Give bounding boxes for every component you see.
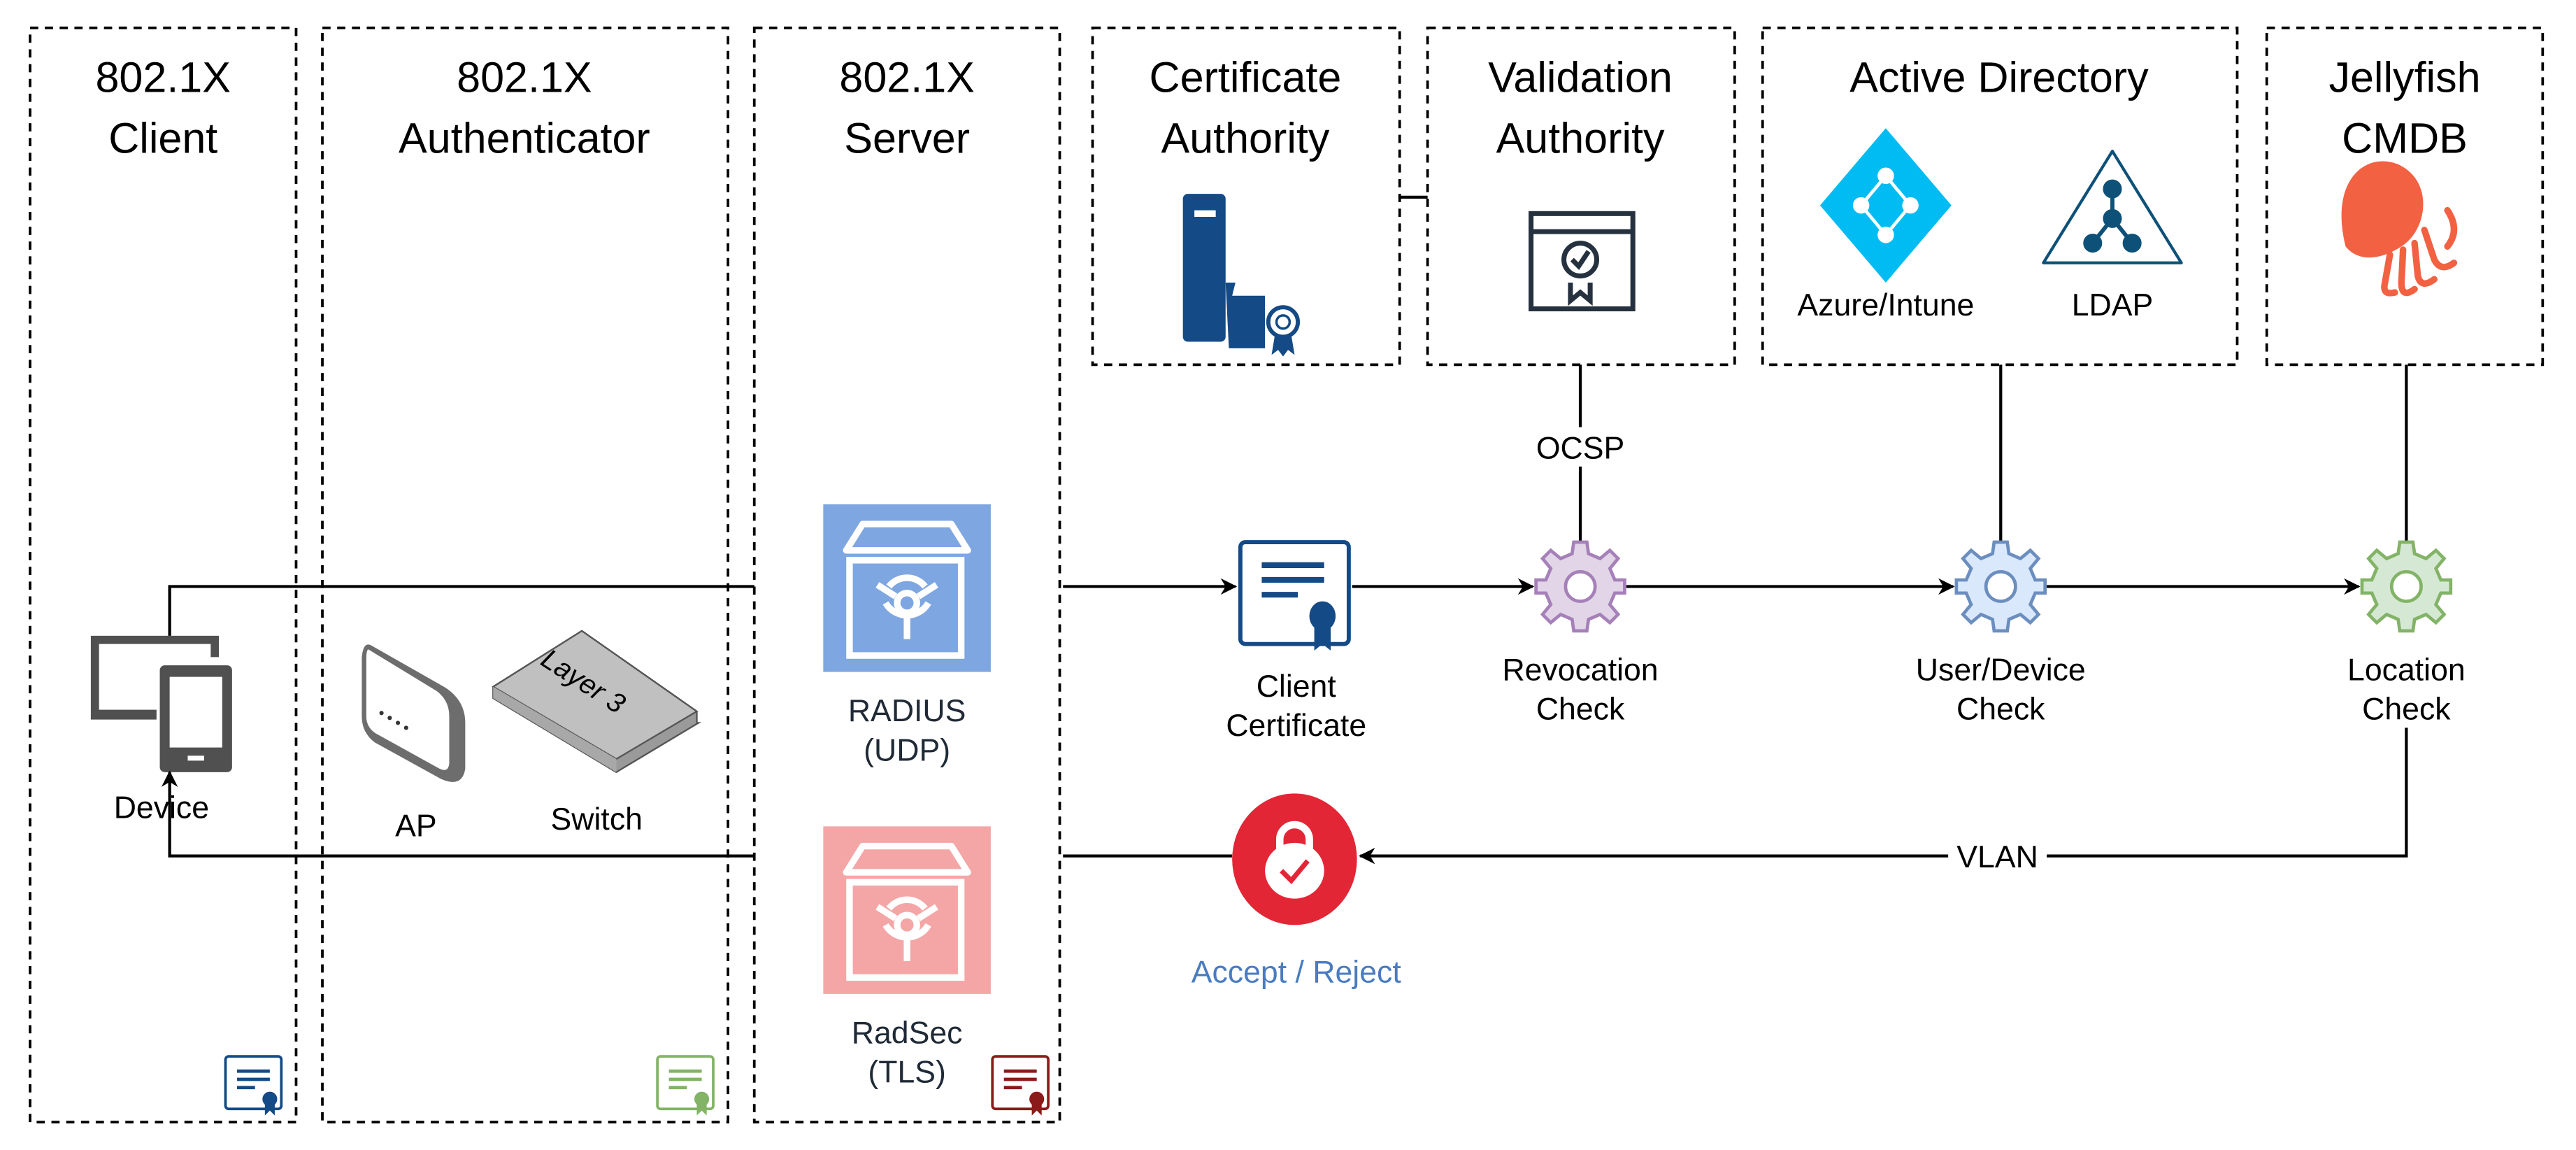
cmdb-title-1: Jellyfish bbox=[2328, 54, 2480, 101]
ocsp-label: OCSP bbox=[1536, 431, 1624, 465]
cmdb-title-2: CMDB bbox=[2342, 114, 2468, 162]
ca-title-1: Certificate bbox=[1150, 54, 1342, 101]
radius-server-icon bbox=[823, 504, 991, 672]
authenticator-certificate-badge-icon bbox=[657, 1056, 713, 1116]
ca-title-2: Authority bbox=[1161, 114, 1329, 162]
server-to-device-arrow bbox=[161, 770, 754, 858]
cmdb-box bbox=[2265, 27, 2545, 367]
authenticator-title-2: Authenticator bbox=[399, 114, 650, 162]
accept-reject-label: Accept / Reject bbox=[1192, 955, 1402, 989]
radsec-label-1: RadSec bbox=[852, 1016, 963, 1050]
client-certificate-badge-icon bbox=[225, 1056, 281, 1116]
server-certificate-badge-icon bbox=[992, 1056, 1048, 1116]
user-device-label-2: Check bbox=[1956, 693, 2045, 727]
va-title-1: Validation bbox=[1488, 54, 1673, 101]
client-column bbox=[29, 27, 298, 1123]
ad-title: Active Directory bbox=[1849, 54, 2149, 101]
revocation-gear-icon bbox=[1536, 542, 1625, 631]
jellyfish-icon bbox=[2341, 161, 2458, 297]
va-title-2: Authority bbox=[1496, 114, 1665, 162]
radius-label-2: (UDP) bbox=[864, 733, 950, 767]
server-column bbox=[752, 27, 1061, 1123]
user-device-label-1: User/Device bbox=[1916, 653, 2086, 687]
ad-box bbox=[1761, 27, 2239, 367]
location-label-1: Location bbox=[2347, 653, 2466, 687]
radsec-server-icon bbox=[823, 826, 991, 994]
client-cert-label-2: Certificate bbox=[1226, 709, 1366, 743]
ap-label: AP bbox=[395, 809, 437, 843]
user-device-gear-icon bbox=[1956, 542, 2045, 631]
radius-label-1: RADIUS bbox=[848, 694, 966, 728]
switch-label: Switch bbox=[551, 802, 643, 837]
client-title-1: 802.1X bbox=[95, 54, 230, 101]
lock-check-icon bbox=[1232, 793, 1357, 925]
switch-icon: Layer 3 bbox=[492, 630, 702, 774]
ca-server-certificate-icon bbox=[1182, 194, 1301, 357]
client-cert-label-1: Client bbox=[1257, 669, 1337, 704]
vlan-label: VLAN bbox=[1956, 840, 2038, 874]
client-certificate-icon bbox=[1238, 540, 1351, 651]
ldap-label: LDAP bbox=[2072, 288, 2154, 322]
ldap-icon bbox=[2042, 149, 2183, 264]
azure-intune-icon bbox=[1819, 128, 1952, 283]
location-label-2: Check bbox=[2362, 693, 2451, 727]
server-title-1: 802.1X bbox=[839, 54, 974, 101]
radsec-label-2: (TLS) bbox=[868, 1056, 946, 1090]
va-box bbox=[1426, 27, 1736, 367]
device-label: Device bbox=[114, 791, 209, 825]
authenticator-title-1: 802.1X bbox=[457, 54, 592, 101]
device-to-server-line bbox=[168, 585, 754, 636]
access-point-icon bbox=[362, 644, 466, 782]
location-gear-icon bbox=[2362, 542, 2451, 631]
server-title-2: Server bbox=[844, 114, 970, 162]
client-title-2: Client bbox=[108, 114, 217, 162]
device-icon bbox=[90, 635, 232, 772]
revocation-label-2: Check bbox=[1536, 693, 1625, 727]
azure-label: Azure/Intune bbox=[1797, 288, 1974, 322]
validation-certificate-icon bbox=[1529, 211, 1636, 312]
authenticator-column bbox=[321, 27, 730, 1123]
revocation-label-1: Revocation bbox=[1502, 653, 1658, 687]
location-to-lock-arrow bbox=[1358, 727, 2408, 865]
